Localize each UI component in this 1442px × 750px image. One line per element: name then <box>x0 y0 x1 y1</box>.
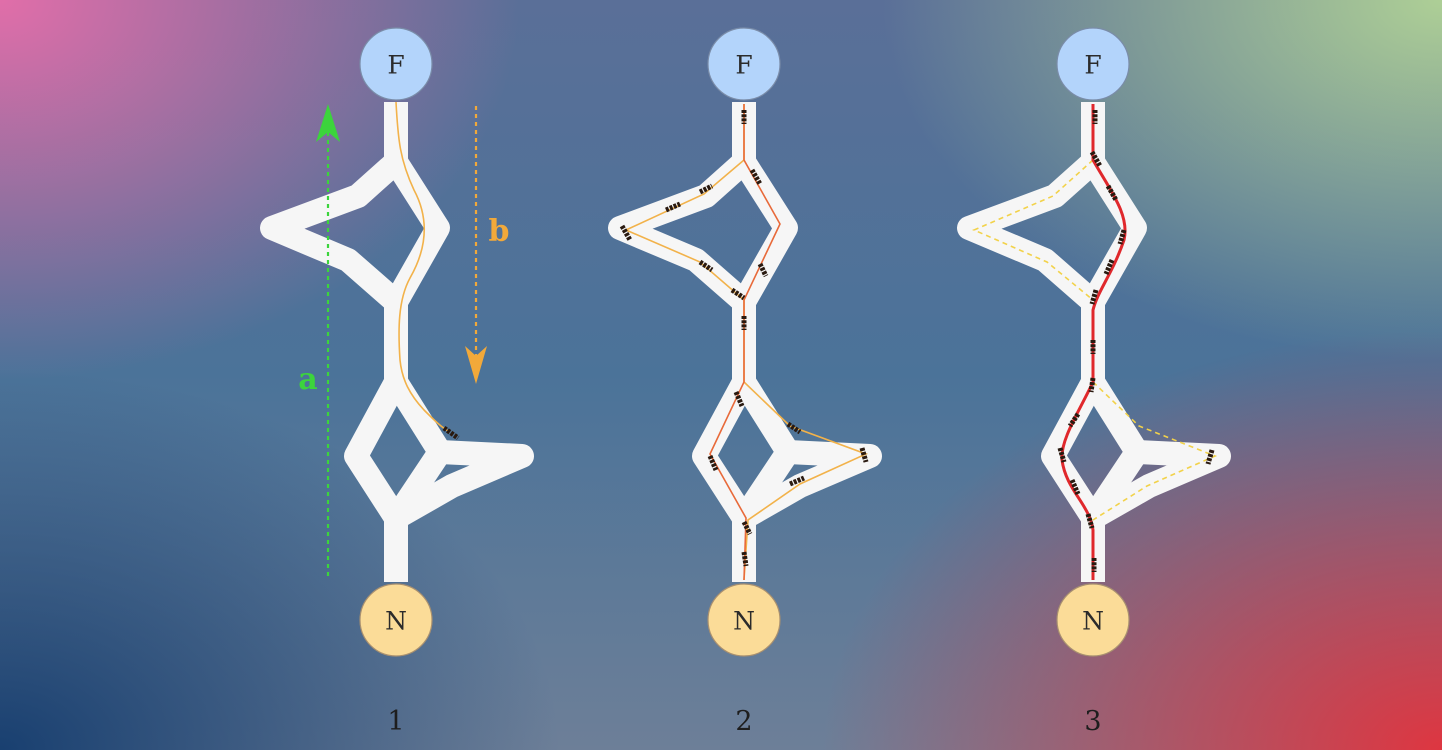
pheromone-trail <box>395 101 451 433</box>
ant <box>1089 150 1103 168</box>
panel-2: F N 2 <box>619 27 870 737</box>
ant <box>698 183 714 195</box>
road-network <box>272 102 522 582</box>
nest-node <box>707 583 781 657</box>
panel-1: a b F N 1 <box>272 27 522 737</box>
ant <box>741 520 753 536</box>
food-label: F <box>735 51 752 80</box>
ant <box>741 551 749 567</box>
ant <box>1067 412 1081 428</box>
ant-group <box>1057 110 1215 572</box>
ant <box>707 455 719 471</box>
ant <box>1103 259 1115 275</box>
food-node <box>707 27 781 101</box>
ant <box>1069 479 1081 495</box>
arrow-a <box>316 104 340 576</box>
panel-number: 2 <box>735 706 752 737</box>
ant <box>665 201 681 213</box>
nest-node <box>359 583 433 657</box>
pheromone-trail-faded <box>1092 381 1218 521</box>
ant <box>749 168 763 186</box>
ant <box>1089 289 1099 305</box>
ant <box>730 287 746 301</box>
road-network <box>620 102 870 582</box>
ant <box>619 224 633 242</box>
ant <box>442 425 460 441</box>
ant <box>698 259 714 273</box>
ant <box>1085 513 1095 529</box>
ant-group <box>619 110 869 567</box>
nest-label: N <box>1082 607 1104 636</box>
panel-number: 1 <box>387 706 404 737</box>
ant <box>859 447 869 463</box>
pheromone-trail-short <box>709 104 781 581</box>
food-label: F <box>1084 51 1101 80</box>
arrow-b-label: b <box>489 214 510 249</box>
ant <box>786 421 802 435</box>
ant <box>1105 184 1119 202</box>
ant <box>1205 449 1215 465</box>
ant <box>789 475 805 487</box>
arrow-a-label: a <box>298 362 317 397</box>
panel-3: F N 3 <box>969 27 1219 737</box>
ant <box>1088 377 1096 393</box>
ant <box>733 391 745 407</box>
pheromone-trail-faded <box>971 159 1094 301</box>
nest-label: N <box>385 607 407 636</box>
food-node <box>1056 27 1130 101</box>
pheromone-trail-strong <box>1060 104 1127 580</box>
arrow-b <box>465 106 487 384</box>
food-label: F <box>387 51 404 80</box>
nest-node <box>1056 583 1130 657</box>
food-node <box>359 27 433 101</box>
ant <box>757 262 769 278</box>
nest-label: N <box>733 607 755 636</box>
panel-number: 3 <box>1084 706 1101 737</box>
ant <box>1057 447 1067 463</box>
ant <box>1117 229 1127 245</box>
